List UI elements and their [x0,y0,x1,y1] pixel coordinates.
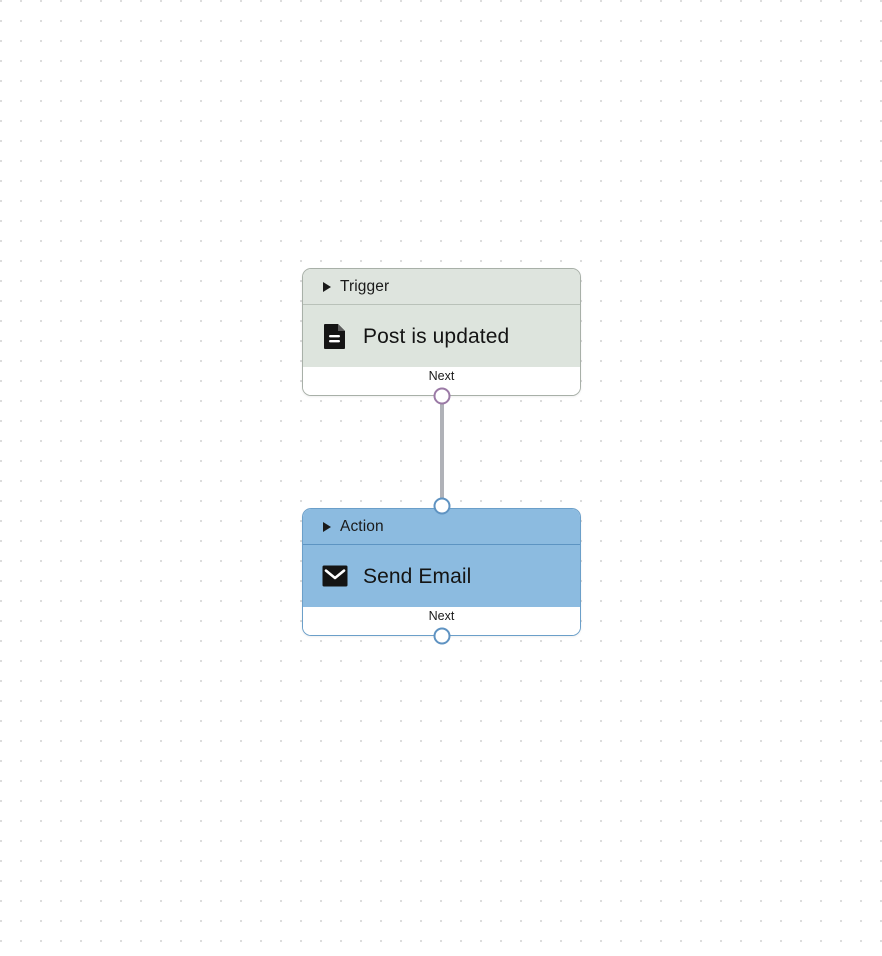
node-trigger-body[interactable]: Post is updated [303,305,580,367]
node-action-header[interactable]: Action [303,509,580,545]
port-action-input[interactable] [433,497,450,515]
chevron-right-icon[interactable] [323,281,331,292]
edge-trigger-to-action[interactable] [439,396,444,506]
port-trigger-next-output[interactable] [433,387,450,405]
node-action-step-label: Send Email [363,564,472,588]
node-trigger-header[interactable]: Trigger [303,269,580,305]
node-trigger-next-label: Next [428,369,455,383]
node-action-body[interactable]: Send Email [303,545,580,607]
port-action-next-output[interactable] [433,627,450,645]
document-icon [322,323,348,349]
node-trigger-step-label: Post is updated [363,324,510,348]
node-trigger-header-label: Trigger [340,277,390,295]
chevron-right-icon[interactable] [323,521,331,532]
node-trigger[interactable]: Trigger Post is updated Next [302,268,581,396]
envelope-icon [322,563,348,589]
node-action[interactable]: Action Send Email Next [302,508,581,636]
node-action-next-label: Next [428,609,455,623]
node-action-header-label: Action [340,517,384,535]
